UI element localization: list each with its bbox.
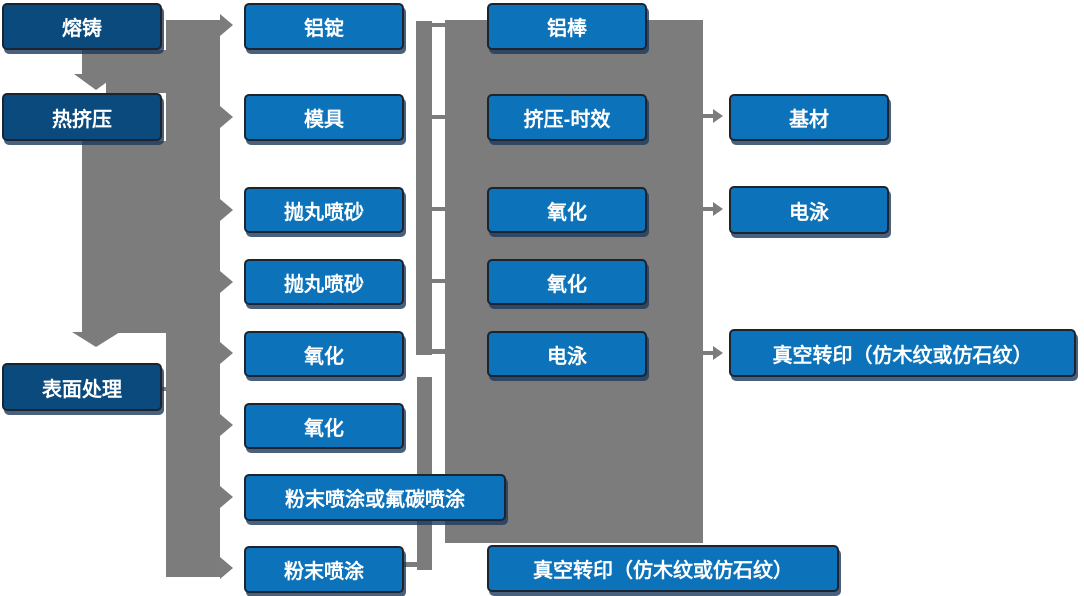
output-arrow-stem <box>703 207 713 211</box>
node-substrate: 基材 <box>729 94 889 141</box>
middle-band-tick <box>432 115 446 119</box>
trunk-arrowhead <box>220 106 233 128</box>
trunk-arrowhead <box>220 14 233 36</box>
node-shot-blasting-sandblasting-2: 抛丸喷砂 <box>244 259 404 305</box>
down-arrowhead <box>72 332 120 347</box>
middle-band-tick <box>432 207 446 211</box>
node-oxidation-1: 氧化 <box>244 331 404 377</box>
node-extrusion-aging: 挤压-时效 <box>487 94 647 141</box>
output-arrow-stem <box>703 114 713 118</box>
node-oxidation-4: 氧化 <box>487 259 647 305</box>
trunk-arrowhead <box>220 414 233 436</box>
node-melting-casting: 熔铸 <box>2 3 162 50</box>
node-aluminum-rod: 铝棒 <box>487 3 647 50</box>
surface-treatment-link-line <box>160 387 172 391</box>
trunk-arrowhead <box>220 486 233 508</box>
middle-band-lower <box>417 377 432 570</box>
node-hot-extrusion: 热挤压 <box>2 93 162 141</box>
node-vacuum-transfer-print-1: 真空转印（仿木纹或仿石纹） <box>487 545 839 592</box>
node-mold: 模具 <box>244 94 404 141</box>
trunk-arrowhead <box>220 271 233 293</box>
node-surface-treatment: 表面处理 <box>2 363 162 411</box>
output-arrowhead <box>713 202 723 216</box>
node-oxidation-3: 氧化 <box>487 187 647 233</box>
output-arrowhead <box>713 346 723 360</box>
node-shot-blasting-sandblasting-1: 抛丸喷砂 <box>244 187 404 233</box>
node-oxidation-2: 氧化 <box>244 403 404 449</box>
middle-band-lower-tick <box>402 562 417 567</box>
middle-band-upper <box>416 21 432 355</box>
node-electrophoresis-1: 电泳 <box>487 331 647 377</box>
trunk-arrowhead <box>220 199 233 221</box>
stage-connector-fill <box>106 50 220 93</box>
node-powder-or-fluorocarbon-coating: 粉末喷涂或氟碳喷涂 <box>244 474 506 521</box>
node-aluminum-ingot: 铝锭 <box>244 3 404 50</box>
node-powder-coating: 粉末喷涂 <box>244 546 404 593</box>
trunk-arrowhead <box>220 342 233 364</box>
stage-connector-band <box>82 50 106 75</box>
trunk-arrowhead <box>220 557 233 579</box>
output-arrowhead <box>713 109 723 123</box>
node-vacuum-transfer-print-2: 真空转印（仿木纹或仿石纹） <box>729 329 1076 377</box>
stage-connector-wide-band <box>82 141 220 333</box>
middle-band-tick <box>432 349 446 354</box>
output-arrow-stem <box>703 351 713 355</box>
middle-band-tick <box>432 23 446 27</box>
node-electrophoresis-2: 电泳 <box>729 186 889 234</box>
middle-band-tick <box>432 279 446 283</box>
